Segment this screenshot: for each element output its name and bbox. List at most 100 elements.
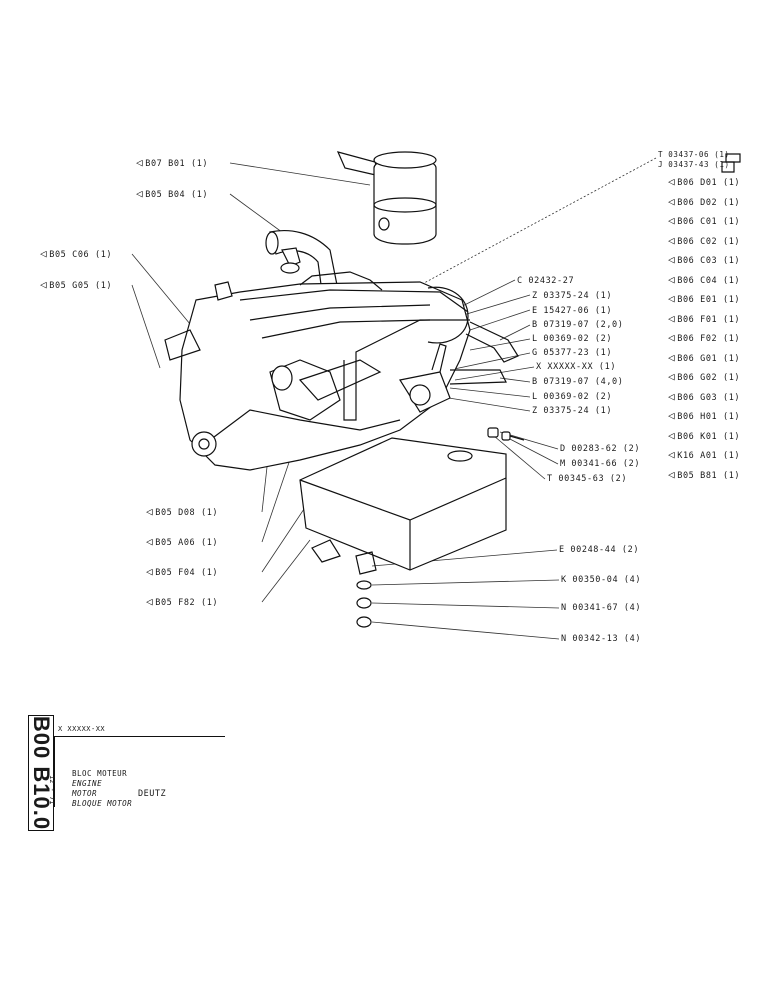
part-label-b06-c02: ◁B06 C02 (1) <box>668 234 741 247</box>
leader-line <box>469 309 531 331</box>
part-number-z03375-24-b: Z 03375-24 (1) <box>532 406 613 416</box>
intake-pipe-drawing <box>265 229 339 293</box>
part-label-b06-g03: ◁B06 G03 (1) <box>668 390 741 403</box>
leader-line <box>459 294 531 317</box>
leader-line <box>454 366 535 381</box>
pointer-triangle-icon: ◁ <box>668 409 676 422</box>
part-number-c02432-27: C 02432-27 <box>517 276 575 286</box>
part-number-m00341-66: M 00341-66 (2) <box>560 459 641 469</box>
pointer-triangle-icon: ◁ <box>668 234 676 247</box>
pointer-triangle-icon: ◁ <box>146 595 154 608</box>
leader-line <box>261 539 311 603</box>
part-label-b05-f04: ◁B05 F04 (1) <box>146 565 219 578</box>
leader-line <box>229 162 371 186</box>
leader-line <box>399 157 657 297</box>
leader-line <box>371 621 560 640</box>
part-label-b06-f01: ◁B06 F01 (1) <box>668 312 741 325</box>
pointer-triangle-icon: ◁ <box>668 312 676 325</box>
leader-line <box>131 253 196 331</box>
engine-block-drawing <box>164 271 519 471</box>
air-filter-drawing <box>336 151 437 245</box>
sheet-code-box: B00 B10.0 <box>28 715 54 831</box>
leader-line <box>469 338 531 351</box>
leader-line <box>261 499 311 573</box>
part-number-k00350-04: K 00350-04 (4) <box>561 575 642 585</box>
pointer-triangle-icon: ◁ <box>668 253 676 266</box>
pointer-triangle-icon: ◁ <box>668 429 676 442</box>
part-label-b06-g01: ◁B06 G01 (1) <box>668 351 741 364</box>
part-label-b06-h01: ◁B06 H01 (1) <box>668 409 741 422</box>
name-german: MOTOR <box>72 789 98 798</box>
part-label-b06-c04: ◁B06 C04 (1) <box>668 273 741 286</box>
part-label-b06-c03: ◁B06 C03 (1) <box>668 253 741 266</box>
part-label-b06-g02: ◁B06 G02 (1) <box>668 370 741 383</box>
leader-line <box>507 437 559 465</box>
part-number-b07319-07-a: B 07319-07 (2,0) <box>532 320 624 330</box>
pointer-triangle-icon: ◁ <box>146 535 154 548</box>
part-number-t03437-06: T 03437-06 (1) <box>658 150 730 159</box>
pointer-triangle-icon: ◁ <box>668 448 676 461</box>
pointer-triangle-icon: ◁ <box>146 505 154 518</box>
name-spanish: BLOQUE MOTOR <box>72 799 133 808</box>
leader-line <box>371 602 560 609</box>
leader-line <box>371 579 560 586</box>
part-number-j03437-43: J 03437-43 (1) <box>658 160 730 169</box>
part-label-b05-g05: ◁B05 G05 (1) <box>40 278 113 291</box>
part-label-b06-d01: ◁B06 D01 (1) <box>668 175 741 188</box>
part-number-b07319-07-b: B 07319-07 (4,0) <box>532 377 624 387</box>
part-label-b06-f02: ◁B06 F02 (1) <box>668 331 741 344</box>
part-number-e00248-44: E 00248-44 (2) <box>559 545 640 555</box>
pointer-triangle-icon: ◁ <box>668 175 676 188</box>
engine-illustration <box>164 151 741 628</box>
part-label-b06-e01: ◁B06 E01 (1) <box>668 292 741 305</box>
part-label-b05-b81: ◁B05 B81 (1) <box>668 468 741 481</box>
title-block <box>54 736 225 807</box>
pointer-triangle-icon: ◁ <box>668 390 676 403</box>
fuel-tank-drawing <box>299 437 507 575</box>
part-label-b05-f82: ◁B05 F82 (1) <box>146 595 219 608</box>
pointer-triangle-icon: ◁ <box>40 247 48 260</box>
part-number-z03375-24-a: Z 03375-24 (1) <box>532 291 613 301</box>
part-label-k16-a01: ◁K16 A01 (1) <box>668 448 741 461</box>
sheet-code: B00 B10.0 <box>29 715 54 831</box>
part-number-l00369-02-a: L 00369-02 (2) <box>532 334 613 344</box>
part-label-b06-d02: ◁B06 D02 (1) <box>668 195 741 208</box>
name-english: ENGINE <box>72 779 103 788</box>
part-label-b05-a06: ◁B05 A06 (1) <box>146 535 219 548</box>
part-number-d00283-62: D 00283-62 (2) <box>560 444 641 454</box>
part-label-b06-k01: ◁B06 K01 (1) <box>668 429 741 442</box>
make-name: DEUTZ <box>138 789 167 799</box>
part-number-n00341-67: N 00341-67 (4) <box>561 603 642 613</box>
part-number-xxxxxx: X XXXXX-XX (1) <box>536 362 617 372</box>
leader-line <box>449 387 531 398</box>
pointer-triangle-icon: ◁ <box>668 214 676 227</box>
pointer-triangle-icon: ◁ <box>136 156 144 169</box>
part-label-b06-c01: ◁B06 C01 (1) <box>668 214 741 227</box>
part-number-n00342-13: N 00342-13 (4) <box>561 634 642 644</box>
part-label-b05-d08: ◁B05 D08 (1) <box>146 505 219 518</box>
pointer-triangle-icon: ◁ <box>136 187 144 200</box>
part-number-g05377-23: G 05377-23 (1) <box>532 348 613 358</box>
pointer-triangle-icon: ◁ <box>668 195 676 208</box>
pointer-triangle-icon: ◁ <box>668 331 676 344</box>
pointer-triangle-icon: ◁ <box>668 292 676 305</box>
part-number-t00345-63: T 00345-63 (2) <box>547 474 628 484</box>
pointer-triangle-icon: ◁ <box>668 370 676 383</box>
leader-line <box>499 324 531 341</box>
pointer-triangle-icon: ◁ <box>146 565 154 578</box>
pointer-triangle-icon: ◁ <box>40 278 48 291</box>
part-label-b07-b01: ◁B07 B01 (1) <box>136 156 209 169</box>
part-number-e15427-06: E 15427-06 (1) <box>532 306 613 316</box>
part-label-b05-c06: ◁B05 C06 (1) <box>40 247 113 260</box>
pointer-triangle-icon: ◁ <box>668 468 676 481</box>
name-french: BLOC MOTEUR <box>72 769 128 778</box>
sheet-date: 12 - 71 <box>48 775 56 805</box>
fastener-drawings <box>356 153 741 628</box>
leader-line <box>493 435 546 480</box>
leader-line <box>131 284 161 369</box>
part-number-l00369-02-b: L 00369-02 (2) <box>532 392 613 402</box>
reference-code: X XXXXX-XX <box>58 725 106 733</box>
pointer-triangle-icon: ◁ <box>668 351 676 364</box>
part-label-b05-b04: ◁B05 B04 (1) <box>136 187 209 200</box>
